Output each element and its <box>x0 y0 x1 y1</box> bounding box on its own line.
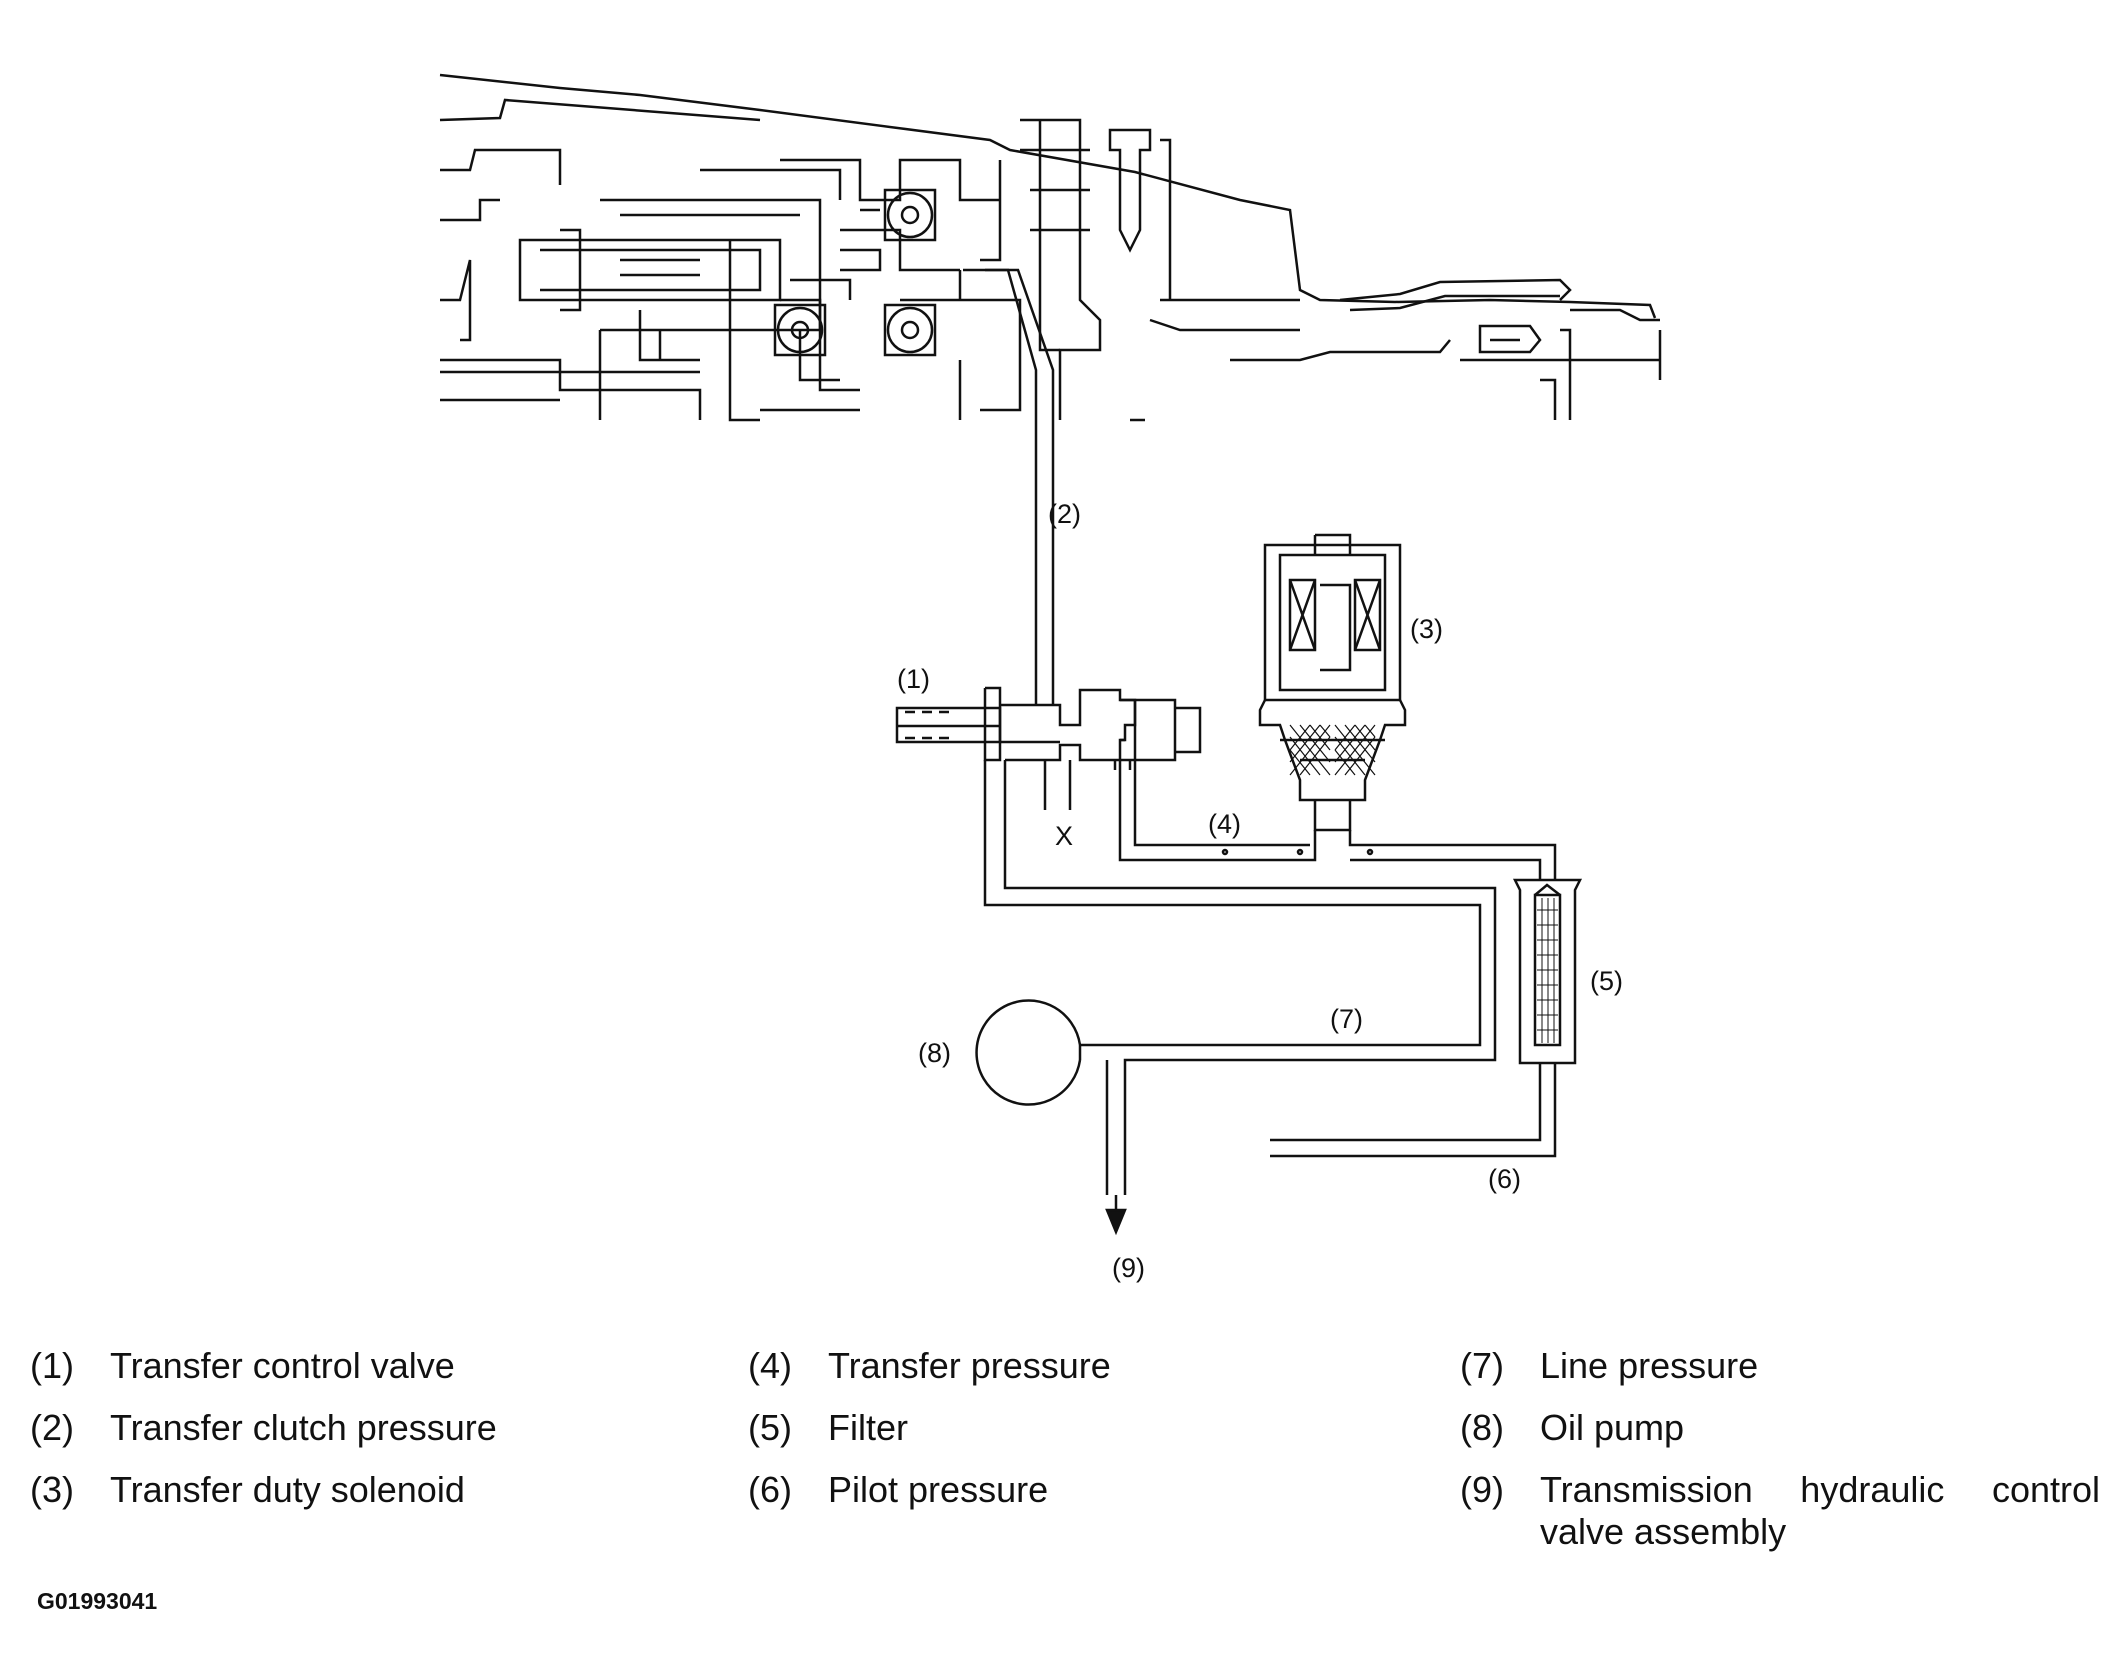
callout-5: (5) <box>1590 966 1623 996</box>
legend-text-continuation: valve assembly <box>1540 1511 1787 1552</box>
legend-text: Transfer pressure <box>828 1345 1111 1386</box>
legend-number: (9) <box>1460 1469 1504 1510</box>
legend-number: (3) <box>30 1469 74 1510</box>
filter <box>1512 878 1583 1065</box>
legend-text: Line pressure <box>1540 1345 1759 1386</box>
legend-number: (2) <box>30 1407 74 1448</box>
legend-text: Pilot pressure <box>828 1469 1049 1510</box>
callout-9: (9) <box>1112 1253 1145 1283</box>
callout-1: (1) <box>897 664 930 694</box>
callout-2: (2) <box>1048 499 1081 529</box>
legend-number: (4) <box>748 1345 792 1386</box>
legend-number: (7) <box>1460 1345 1504 1386</box>
filter-mesh-pattern <box>1537 898 1558 1043</box>
transfer-pressure-line <box>1118 760 1557 880</box>
legend-number: (5) <box>748 1407 792 1448</box>
legend-text: Filter <box>828 1407 908 1448</box>
callout-6: (6) <box>1488 1164 1521 1194</box>
legend-text: Transfer duty solenoid <box>110 1469 465 1510</box>
legend-text: Oil pump <box>1540 1407 1685 1448</box>
figure-code: G01993041 <box>37 1588 158 1614</box>
x-port-label: X <box>1055 821 1073 851</box>
callout-3: (3) <box>1410 614 1443 644</box>
solenoid-mesh-pattern <box>1289 724 1376 776</box>
line-pressure-line <box>983 760 1497 1195</box>
legend-text: Transfer control valve <box>110 1345 455 1386</box>
callout-7: (7) <box>1330 1004 1363 1034</box>
legend-text: Transmission hydraulic control <box>1540 1469 2100 1510</box>
pilot-pressure-line <box>1270 1063 1557 1158</box>
legend-number: (8) <box>1460 1407 1504 1448</box>
callout-4: (4) <box>1208 809 1241 839</box>
transfer-housing-drawing <box>439 73 1662 422</box>
transfer-clutch-pressure-line <box>963 268 1055 705</box>
transfer-duty-solenoid <box>1258 533 1407 832</box>
callout-8: (8) <box>918 1038 951 1068</box>
oil-pump <box>975 999 1082 1106</box>
legend-text: Transfer clutch pressure <box>110 1407 497 1448</box>
legend-number: (6) <box>748 1469 792 1510</box>
transfer-control-valve <box>895 686 1202 810</box>
legend-number: (1) <box>30 1345 74 1386</box>
valve-assembly-arrow <box>1105 1195 1127 1236</box>
